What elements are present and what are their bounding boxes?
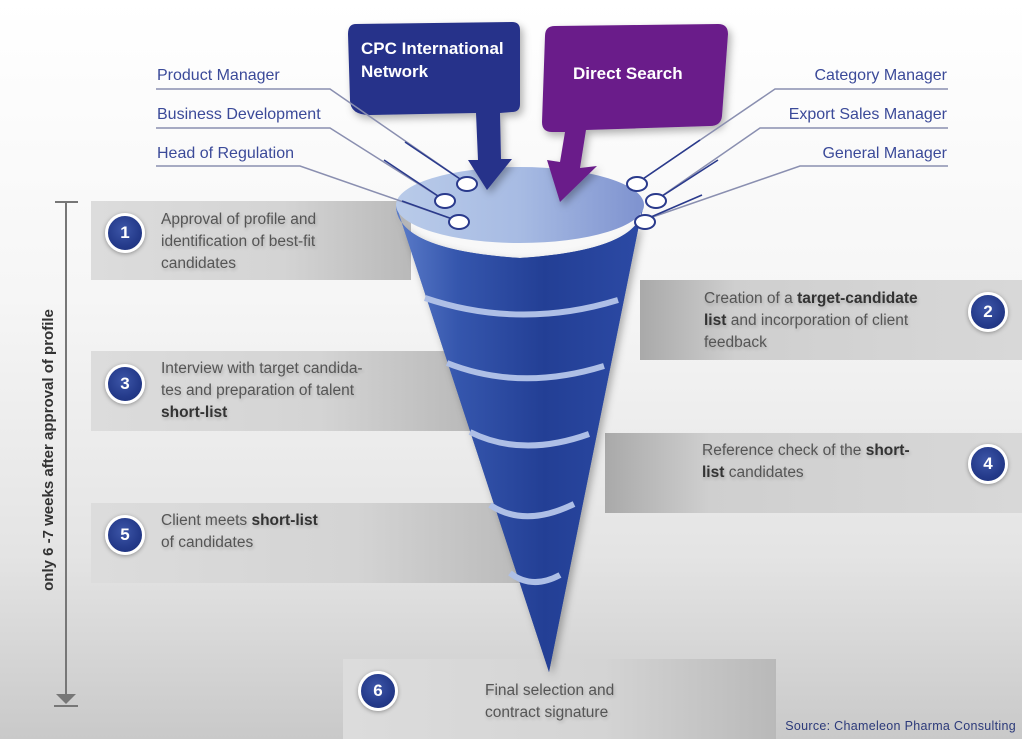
- step-6-text: Final selection and contract signature: [485, 682, 615, 721]
- cpc-network-label: CPC International Network: [361, 39, 504, 81]
- funnel-ring-2: [445, 360, 605, 382]
- step-3-band: [91, 351, 471, 431]
- node-export-sales-manager: [645, 193, 667, 209]
- step-1-band: [91, 201, 411, 280]
- connector-business-development: [156, 127, 445, 201]
- role-product-manager: Product Manager: [157, 67, 280, 84]
- node-head-of-regulation: [448, 214, 470, 230]
- source-note: Source: Chameleon Pharma Consulting: [785, 719, 1016, 733]
- funnel-ring-3: [468, 429, 591, 449]
- step-6-badge: 6: [358, 671, 398, 711]
- step-1-badge: 1: [105, 213, 145, 253]
- step-6-band: [343, 659, 776, 739]
- step-5-band: [91, 503, 531, 583]
- step-5-text: Client meets short-list of candidates: [161, 512, 318, 551]
- direct-bubble: [542, 24, 728, 202]
- direct-search-label: Direct Search: [573, 64, 683, 83]
- role-head-of-regulation: Head of Regulation: [157, 145, 294, 162]
- step-2-text: Creation of a target-candidate list and …: [704, 290, 918, 351]
- cpc-bubble: [348, 22, 520, 190]
- role-category-manager: Category Manager: [814, 67, 947, 84]
- step-5-badge: 5: [105, 515, 145, 555]
- step-1-text: Approval of profile and identification o…: [161, 211, 317, 272]
- funnel-top: [396, 167, 644, 243]
- role-export-sales-manager: Export Sales Manager: [788, 106, 947, 123]
- timeline-label: only 6 -7 weeks after approval of profil…: [40, 309, 57, 591]
- funnel-ring-4: [488, 501, 576, 520]
- step-3-text: Interview with target candida- tes and p…: [161, 360, 363, 421]
- step-4-badge: 4: [968, 444, 1008, 484]
- funnel-ring-5: [508, 570, 562, 585]
- step-2-badge: 2: [968, 292, 1008, 332]
- funnel-ring-1: [424, 295, 619, 318]
- step-2-band: [640, 280, 1022, 360]
- node-business-development: [434, 193, 456, 209]
- node-product-manager: [456, 176, 478, 192]
- step-4-text: Reference check of the short- list candi…: [702, 442, 910, 481]
- step-4-band: [605, 433, 1022, 513]
- role-business-development: Business Development: [157, 106, 321, 123]
- connector-export-sales-manager: [655, 127, 948, 201]
- timeline-arrow: [54, 201, 78, 707]
- connector-general-manager: [643, 165, 948, 221]
- role-general-manager: General Manager: [822, 145, 947, 162]
- node-category-manager: [626, 176, 648, 192]
- node-general-manager: [634, 214, 656, 230]
- step-3-badge: 3: [105, 364, 145, 404]
